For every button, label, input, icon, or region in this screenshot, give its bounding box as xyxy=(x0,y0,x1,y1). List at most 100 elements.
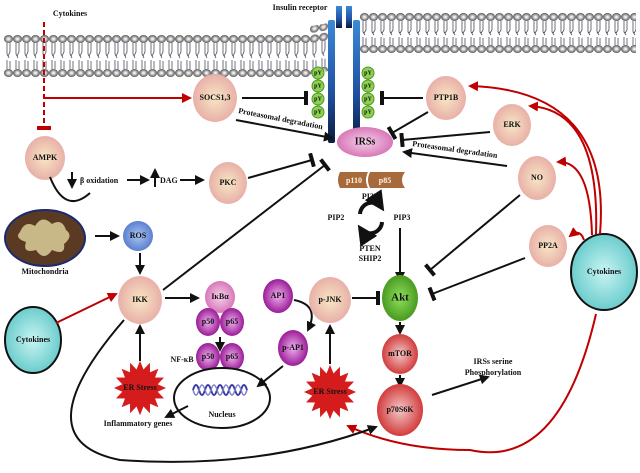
py-label: pY xyxy=(364,83,372,89)
er-stress-icon xyxy=(114,360,166,416)
ikk-node xyxy=(118,276,162,324)
pjnk-label: p-JNK xyxy=(318,295,342,304)
py-circle xyxy=(311,105,325,119)
py-label: pY xyxy=(314,109,322,115)
py-label: pY xyxy=(364,109,372,115)
erk-label: ERK xyxy=(503,120,521,129)
py-circle xyxy=(361,79,375,93)
p85-label: p85 xyxy=(379,176,391,185)
cytokines-left-node xyxy=(4,306,62,374)
pip2-label: PIP2 xyxy=(328,213,345,222)
p70s6k-label: p70S6K xyxy=(386,405,414,414)
py-circle xyxy=(311,92,325,106)
cytokines-right-label: Cytokines xyxy=(587,267,621,276)
no-node xyxy=(518,156,556,200)
cytokines-left-label: Cytokines xyxy=(16,335,50,344)
mtor-label: mTOR xyxy=(388,349,412,358)
p65-label: p65 xyxy=(226,317,238,326)
ap1-node xyxy=(263,279,293,313)
mitochondria xyxy=(4,209,86,267)
inflammatory-genes-label: Inflammatory genes xyxy=(104,419,173,428)
ptp1b-inhibit-irs xyxy=(386,111,429,141)
pip3-label: PIP3 xyxy=(394,213,411,222)
pkc-inhibit-irs xyxy=(247,152,316,179)
pten-label: PTEN xyxy=(359,244,381,253)
er-stress-star-right xyxy=(304,364,356,420)
pp2a-node xyxy=(529,225,567,267)
cytokines-right-node xyxy=(570,233,638,311)
insulin-receptor-label: Insulin receptor xyxy=(273,3,328,12)
p110-label: p110 xyxy=(346,176,362,185)
erk-node xyxy=(493,104,531,146)
irs-serine-label: IRSs serine xyxy=(474,357,513,366)
py-circle xyxy=(361,105,375,119)
er-stress-label-left: ER Stress xyxy=(123,383,156,392)
irs-label: IRSs xyxy=(355,136,376,147)
ap1-to-pap1-arrow xyxy=(293,299,316,332)
py-label: pY xyxy=(364,96,372,102)
p70s6k-to-irs-serine-arrow xyxy=(431,374,490,396)
ikk-inhibit-irs xyxy=(162,158,331,291)
akt-label: Akt xyxy=(391,292,409,304)
ptp1b-label: PTP1B xyxy=(434,93,459,102)
ikba-label: IκBα xyxy=(211,292,229,301)
pip2-to-pip3-arrow xyxy=(358,189,385,215)
no-to-irs-arrow xyxy=(402,148,508,167)
mitochondria-label: Mitochondria xyxy=(21,267,68,276)
cell-membrane xyxy=(4,12,636,78)
akt-node xyxy=(382,275,418,321)
nfkb-complex: IκBα p50 p65 p50 p65 NF-κB xyxy=(170,281,244,388)
ampk-node xyxy=(25,136,65,180)
no-label: NO xyxy=(531,173,543,182)
ap1-label: AP1 xyxy=(271,291,286,300)
p50-label-2: p50 xyxy=(202,352,214,361)
er-stress-label-right: ER Stress xyxy=(313,387,346,396)
dna-icon xyxy=(192,384,248,396)
insulin-receptor: Insulin receptor xyxy=(273,3,360,143)
pap1-label: p-AP1 xyxy=(282,343,304,352)
beta-oxidation-label: β oxidation xyxy=(80,176,119,185)
phosphorylation-label: Phosphorylation xyxy=(465,368,522,377)
ptp1b-node xyxy=(426,76,466,120)
pp2a-inhibit-akt xyxy=(427,257,526,302)
pi3k-complex: p110 p85 PI3K xyxy=(338,172,405,201)
ampk-mito-curve xyxy=(49,176,91,203)
nfkb-label: NF-κB xyxy=(170,355,194,364)
py-circle xyxy=(361,66,375,80)
socs-node xyxy=(193,74,237,122)
pkc-label: PKC xyxy=(220,178,237,187)
ampk-label: AMPK xyxy=(33,153,58,162)
pkc-node xyxy=(209,162,247,204)
cytokines-top-label: Cytokines xyxy=(53,9,87,18)
pp2a-label: PP2A xyxy=(538,241,558,250)
dag-label: DAG xyxy=(160,176,178,185)
ikk-to-p70s6k-curve xyxy=(70,319,378,463)
py-circle xyxy=(361,92,375,106)
socs-to-irs-arrow xyxy=(235,119,334,142)
mtor-node xyxy=(382,334,418,374)
irs-node xyxy=(337,127,393,157)
no-inhibit-akt xyxy=(423,194,521,277)
phospho-tyrosines: pY pY pY pY pY pY pY pY xyxy=(311,66,375,119)
ros-node xyxy=(123,221,153,251)
py-label: pY xyxy=(364,70,372,76)
proteasomal-degradation-label-2: Proteasomal degradation xyxy=(412,139,499,160)
py-circle xyxy=(311,79,325,93)
er-stress-icon xyxy=(304,364,356,420)
nucleus-label: Nucleus xyxy=(208,410,235,419)
p65-label-2: p65 xyxy=(226,352,238,361)
pi3k-label: PI3K xyxy=(362,192,381,201)
py-label: pY xyxy=(314,83,322,89)
py-label: pY xyxy=(314,96,322,102)
py-label: pY xyxy=(314,70,322,76)
ikk-label: IKK xyxy=(132,295,148,304)
py-circle xyxy=(311,66,325,80)
nucleus-to-genes-arrow xyxy=(164,405,189,418)
cytokines-to-ikk-arrow xyxy=(55,292,118,324)
pap1-to-nucleus-arrow xyxy=(256,365,284,388)
ros-label: ROS xyxy=(130,231,147,240)
pip3-to-pip2-arrow xyxy=(357,221,384,247)
socs-label: SOCS1,3 xyxy=(200,93,231,102)
